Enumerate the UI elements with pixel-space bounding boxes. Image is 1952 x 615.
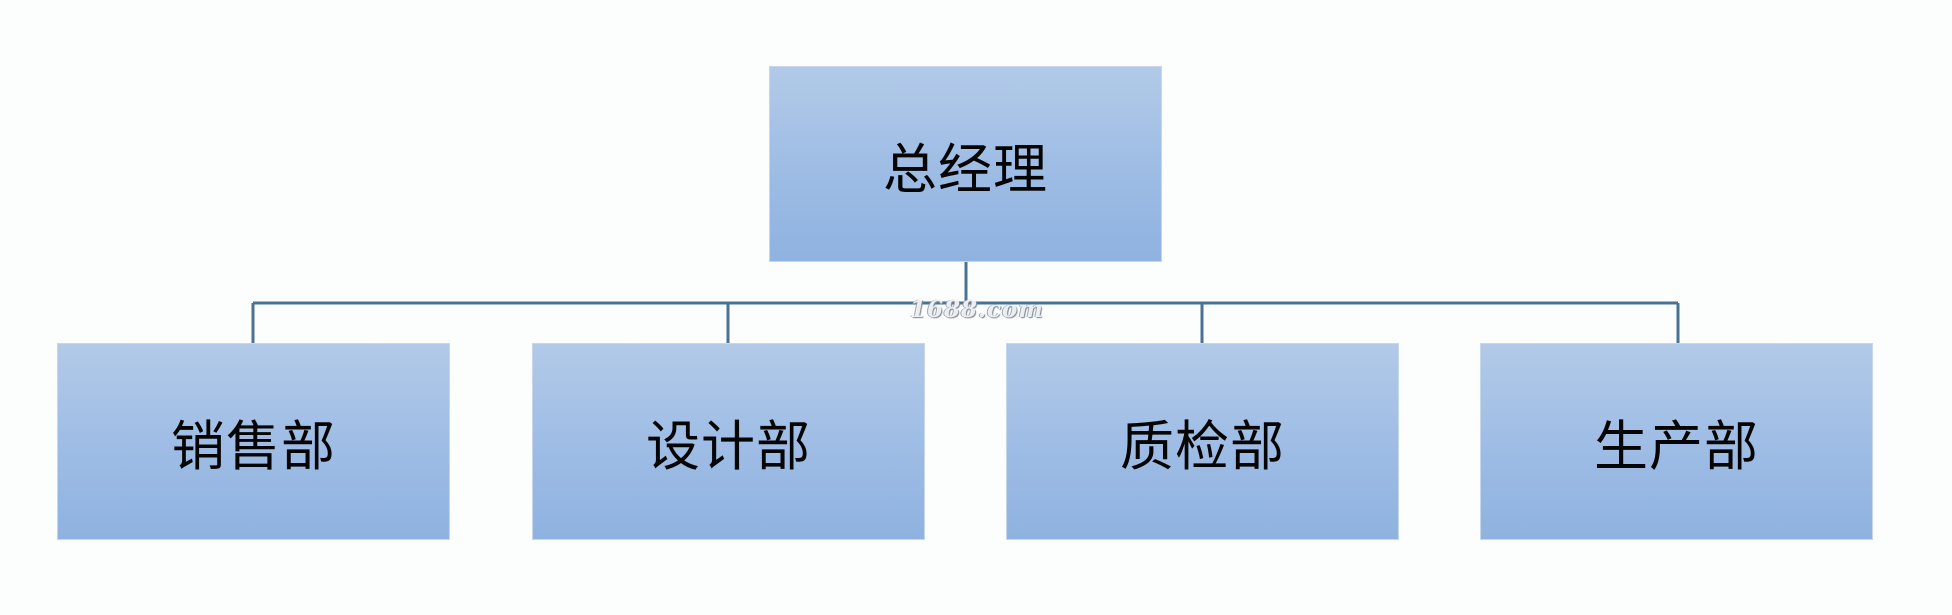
node-production-department: 生产部 xyxy=(1480,343,1873,540)
node-label: 生产部 xyxy=(1594,415,1759,478)
node-general-manager: 总经理 xyxy=(769,66,1162,262)
node-design-department: 设计部 xyxy=(532,343,925,540)
node-label: 销售部 xyxy=(171,415,336,478)
node-sales-department: 销售部 xyxy=(57,343,450,540)
watermark: 1688.com xyxy=(910,296,1044,323)
node-label: 质检部 xyxy=(1120,415,1285,478)
node-quality-department: 质检部 xyxy=(1006,343,1399,540)
node-label: 总经理 xyxy=(883,137,1048,201)
node-label: 设计部 xyxy=(646,415,811,478)
